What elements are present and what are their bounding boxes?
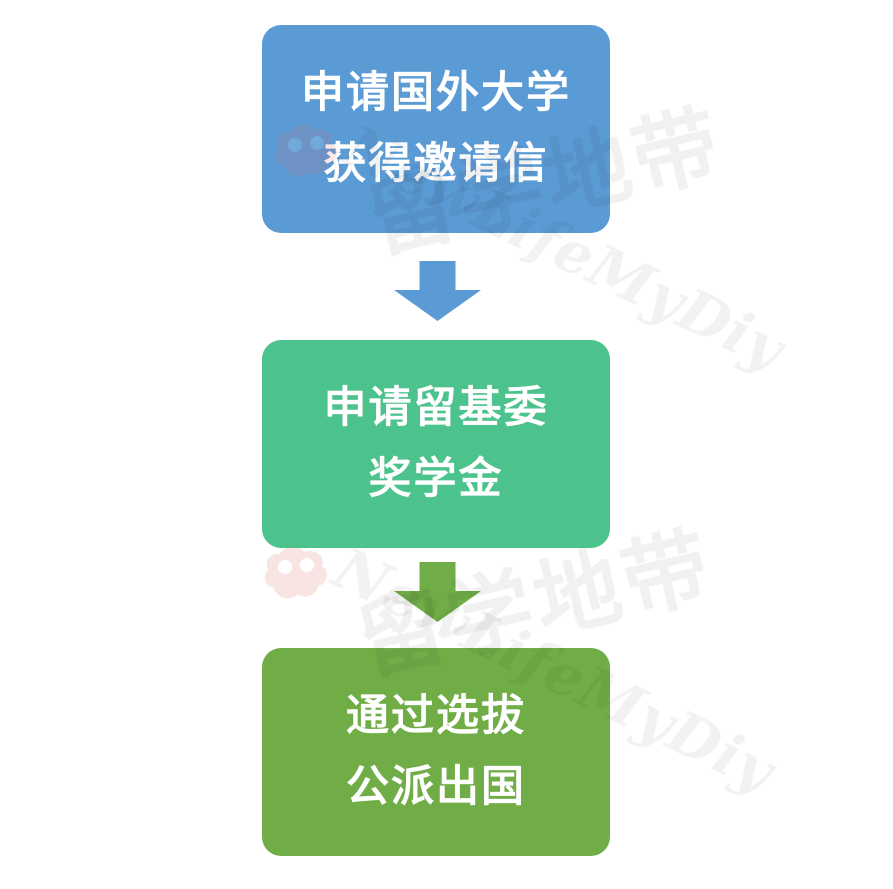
arrow-down-icon [394, 562, 481, 622]
watermark-logo-icon [264, 546, 327, 599]
flow-step-1-line-1: 申请国外大学 [301, 68, 571, 118]
flow-connector-1 [394, 261, 481, 321]
flow-step-1[interactable]: 申请国外大学 获得邀请信 [262, 25, 610, 233]
flow-step-2-line-1: 申请留基委 [323, 383, 549, 433]
flow-step-2-line-2: 奖学金 [368, 454, 504, 504]
flow-step-3-line-1: 通过选拔 [346, 691, 526, 741]
flow-step-3[interactable]: 通过选拔 公派出国 [262, 648, 610, 856]
flow-step-1-line-2: 获得邀请信 [323, 139, 549, 189]
flow-step-3-line-2: 公派出国 [346, 762, 526, 812]
flow-connector-2 [394, 562, 481, 622]
arrow-down-icon [394, 261, 481, 321]
flow-step-2[interactable]: 申请留基委 奖学金 [262, 340, 610, 548]
